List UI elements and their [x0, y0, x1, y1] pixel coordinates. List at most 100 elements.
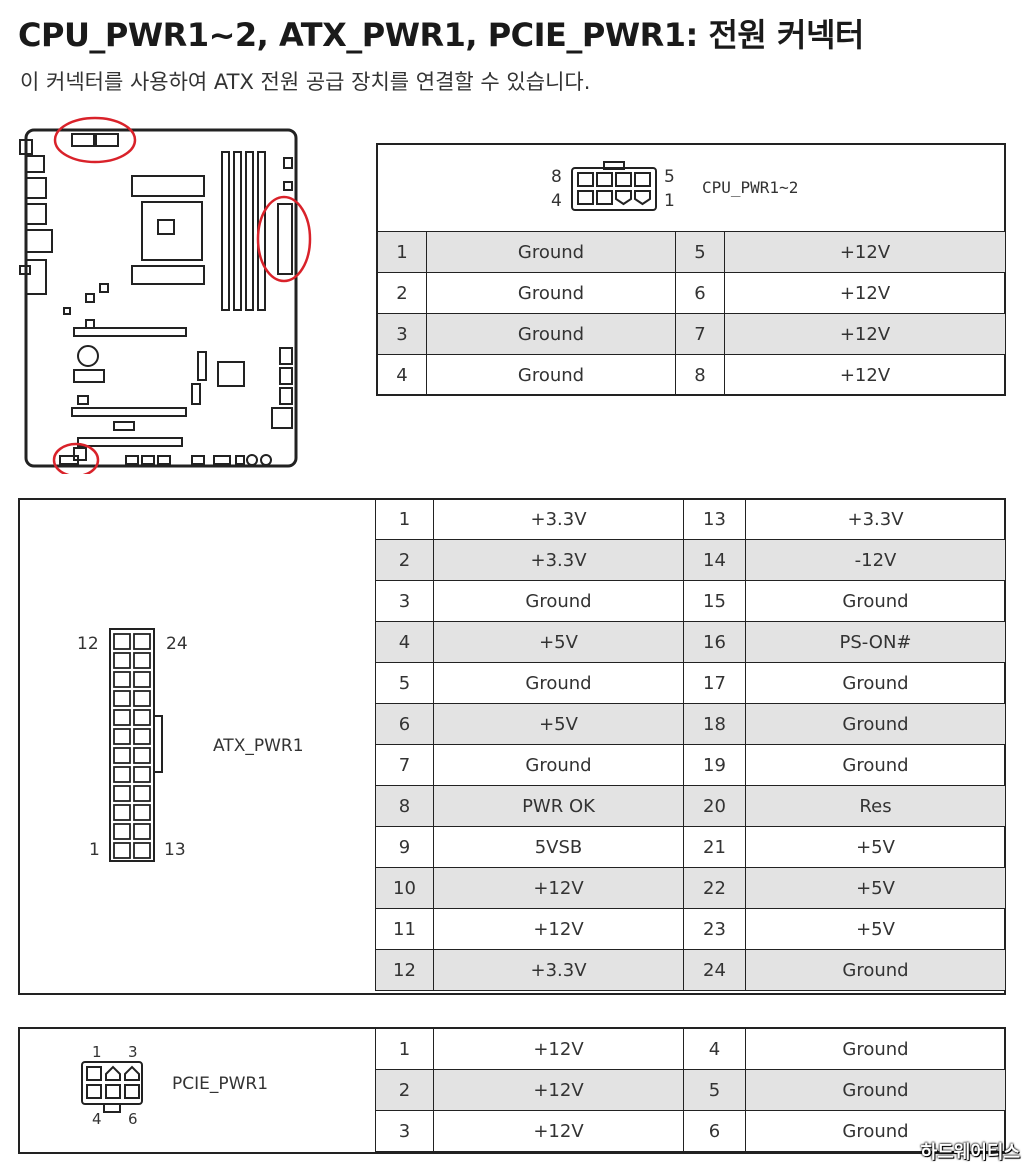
pin-signal: Ground	[426, 313, 676, 355]
pin-number: 5	[375, 662, 434, 704]
atx-pin-cell	[113, 690, 131, 707]
atx-pin-cell	[113, 823, 131, 840]
pin-number: 13	[683, 498, 746, 540]
atx-pin-cell	[133, 766, 151, 783]
pin-signal: +12V	[724, 272, 1006, 314]
atx-connector-name: ATX_PWR1	[213, 736, 304, 756]
pin-signal: +12V	[724, 354, 1006, 396]
pin-signal: +5V	[433, 703, 684, 745]
pcie-connector-name: PCIE_PWR1	[172, 1074, 269, 1094]
cpu-pin-8-label: 8	[551, 167, 562, 187]
pin-number: 6	[375, 703, 434, 745]
table-row: 1 Ground 5 +12V	[377, 231, 1006, 273]
atx-pin-cell	[133, 785, 151, 802]
pin-number: 3	[375, 580, 434, 622]
atx-pin-cell	[133, 709, 151, 726]
pin-signal: Ground	[433, 744, 684, 786]
pin-number: 19	[683, 744, 746, 786]
pin-signal: +5V	[745, 867, 1006, 909]
pin-number: 18	[683, 703, 746, 745]
pin-number: 4	[375, 621, 434, 663]
pcie-pin-4-label: 4	[92, 1110, 102, 1128]
cpu-power-header	[378, 145, 1004, 233]
pin-signal: Ground	[745, 949, 1006, 991]
pin-number: 22	[683, 867, 746, 909]
page-title: CPU_PWR1~2, ATX_PWR1, PCIE_PWR1: 전원 커넥터	[18, 16, 864, 54]
atx-pin-cell	[113, 842, 131, 859]
pin-signal: Ground	[745, 1028, 1006, 1070]
pin-signal: PWR OK	[433, 785, 684, 827]
motherboard-diagram	[19, 116, 312, 474]
pin-signal: Ground	[433, 580, 684, 622]
pin-number: 5	[683, 1069, 746, 1111]
pin-signal: Ground	[745, 703, 1006, 745]
pin-signal: Ground	[745, 744, 1006, 786]
atx-pin-cell	[113, 709, 131, 726]
pin-number: 6	[683, 1110, 746, 1152]
cpu-pin-1-label: 1	[664, 191, 675, 211]
pin-number: 23	[683, 908, 746, 950]
page-subtitle: 이 커넥터를 사용하여 ATX 전원 공급 장치를 연결할 수 있습니다.	[20, 70, 591, 94]
pin-signal: Ground	[745, 1069, 1006, 1111]
cpu-pin-table: 1 Ground 5 +12V 2 Ground 6 +12V 3 Ground…	[377, 231, 1006, 396]
atx-pin-cell	[133, 690, 151, 707]
pin-signal: 5VSB	[433, 826, 684, 868]
atx-pin-cell	[133, 652, 151, 669]
atx-pin-cell	[133, 747, 151, 764]
cpu-pin-4-label: 4	[551, 191, 562, 211]
pin-signal: PS-ON#	[745, 621, 1006, 663]
atx-pin-cell	[113, 804, 131, 821]
pin-number: 3	[377, 313, 427, 355]
atx-pin-cell	[133, 842, 151, 859]
pin-number: 24	[683, 949, 746, 991]
pin-signal: +12V	[724, 231, 1006, 273]
table-row: 2 Ground 6 +12V	[377, 272, 1006, 314]
pin-number: 16	[683, 621, 746, 663]
cpu-8pin-connector-icon	[571, 161, 657, 211]
atx-pin-cell	[113, 671, 131, 688]
pin-signal: +12V	[433, 1110, 684, 1152]
pin-signal: Ground	[426, 354, 676, 396]
pin-number: 11	[375, 908, 434, 950]
pcie-pin-1-label: 1	[92, 1043, 102, 1061]
atx-pin-cell	[113, 728, 131, 745]
pin-number: 8	[675, 354, 725, 396]
pin-signal: -12V	[745, 539, 1006, 581]
cpu-connector-name: CPU_PWR1~2	[702, 178, 799, 197]
atx-pin-cell	[113, 652, 131, 669]
table-row: 4 Ground 8 +12V	[377, 354, 1006, 396]
atx-pin-cell	[133, 804, 151, 821]
pin-number: 2	[375, 1069, 434, 1111]
pin-signal: +3.3V	[745, 498, 1006, 540]
pin-number: 9	[375, 826, 434, 868]
pcie-6pin-connector-icon	[81, 1061, 143, 1113]
pin-number: 14	[683, 539, 746, 581]
atx-pin-cell	[113, 633, 131, 650]
atx-pin-24-label: 24	[166, 634, 188, 654]
atx-pin-cell	[133, 671, 151, 688]
pin-signal: Ground	[745, 580, 1006, 622]
pin-signal: +5V	[745, 908, 1006, 950]
pin-number: 17	[683, 662, 746, 704]
table-row: 3 Ground 7 +12V	[377, 313, 1006, 355]
pin-signal: Ground	[426, 231, 676, 273]
pin-number: 1	[375, 1028, 434, 1070]
pin-number: 1	[377, 231, 427, 273]
atx-pin-cell	[113, 785, 131, 802]
cpu-pin-5-label: 5	[664, 167, 675, 187]
pin-number: 6	[675, 272, 725, 314]
pin-number: 8	[375, 785, 434, 827]
pin-number: 12	[375, 949, 434, 991]
pin-signal: +3.3V	[433, 539, 684, 581]
pin-signal: Res	[745, 785, 1006, 827]
